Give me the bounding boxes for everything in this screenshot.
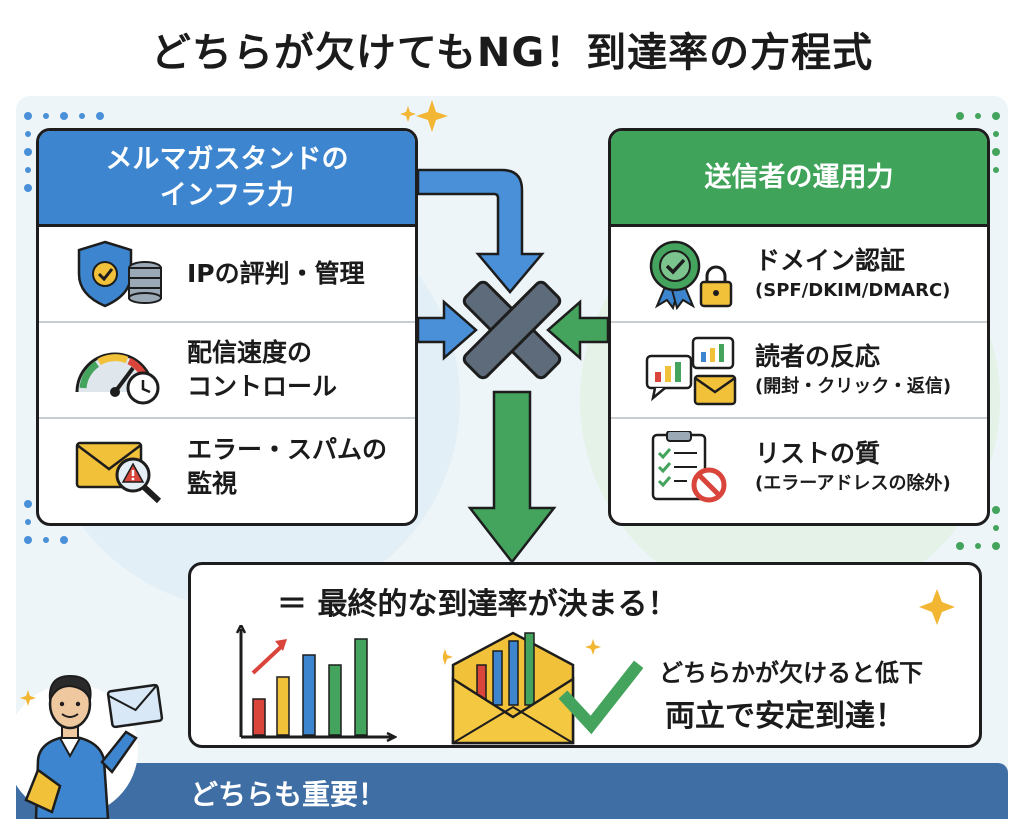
footer-text: どちらも重要！: [190, 778, 387, 811]
ops-item-label: ドメイン認証: [755, 246, 906, 275]
result-heading: ＝ 最終的な到達率が決まる！: [277, 587, 678, 622]
dot-pattern-top-left: [24, 112, 104, 192]
person-holding-envelope-icon: [8, 674, 164, 819]
ops-item-sub: (エラーアドレスの除外): [755, 473, 951, 494]
badge-lock-icon: [649, 240, 733, 310]
ops-item-text: ドメイン認証 (SPF/DKIM/DMARC): [755, 244, 950, 304]
footer-banner: どちらも重要！: [16, 763, 1008, 819]
infra-item-ip-reputation: IPの評判・管理: [39, 227, 415, 323]
operations-heading-text: 送信者の運用力: [704, 161, 894, 193]
ops-item-text: リストの質 (エラーアドレスの除外): [755, 437, 951, 497]
note-if-balanced: 両立で安定到達！: [665, 699, 905, 734]
ops-item-sub: (SPF/DKIM/DMARC): [755, 280, 951, 301]
multiply-icon: [462, 280, 562, 380]
infra-item-delivery-speed: 配信速度の コントロール: [39, 323, 415, 419]
envelope-chart-check-icon: [443, 631, 643, 745]
ops-item-list-quality: リストの質 (エラーアドレスの除外): [611, 419, 987, 515]
speedometer-clock-icon: [75, 352, 160, 405]
chat-chart-envelope-icon: [645, 336, 737, 406]
operations-heading: 送信者の運用力: [611, 131, 987, 227]
ops-item-domain-auth: ドメイン認証 (SPF/DKIM/DMARC): [611, 227, 987, 323]
infrastructure-box: メルマガスタンドの インフラ力 IPの評判・管理 配信速度の コントロール: [36, 128, 418, 526]
ops-item-label: リストの質: [755, 439, 881, 468]
infra-item-label: 配信速度の コントロール: [187, 338, 338, 401]
envelope-warning-magnifier-icon: [75, 441, 162, 503]
dot-pattern-bottom-right: [956, 506, 1000, 550]
arrow-ops-left: [546, 299, 610, 361]
infra-item-error-spam: エラー・スパムの 監視: [39, 419, 415, 515]
arrow-infra-down: [416, 168, 545, 294]
ops-item-text: 読者の反応 (開封・クリック・返信): [755, 340, 951, 400]
infra-item-label: エラー・スパムの 監視: [187, 435, 388, 498]
ops-item-sub: (開封・クリック・返信): [755, 376, 952, 397]
operations-box: 送信者の運用力 ドメイン認証 (SPF/DKIM/DMARC): [608, 128, 990, 526]
sparkle-icon: [416, 100, 448, 132]
dot-pattern-top-right: [956, 112, 1000, 173]
result-box: ＝ 最終的な到達率が決まる！ どちらかが欠けると低下 両立で安定到達！: [188, 562, 982, 748]
page-title: どちらが欠けてもNG！到達率の方程式: [150, 30, 874, 76]
checklist-prohibited-icon: [651, 431, 727, 503]
shield-database-icon: [77, 240, 162, 308]
infra-item-label: IPの評判・管理: [187, 259, 365, 288]
sparkle-icon: [400, 106, 416, 122]
infrastructure-heading-text: メルマガスタンドの インフラ力: [105, 143, 349, 211]
dot-pattern-bottom-left: [24, 500, 68, 544]
ops-item-label: 読者の反応: [755, 342, 881, 371]
rising-bar-chart-icon: [235, 625, 397, 743]
sparkle-icon: [919, 589, 955, 625]
arrow-result-down: [467, 390, 557, 565]
arrow-infra-right: [416, 299, 478, 361]
infrastructure-heading: メルマガスタンドの インフラ力: [39, 131, 415, 227]
note-if-missing: どちらかが欠けると低下: [659, 659, 923, 687]
ops-item-reader-response: 読者の反応 (開封・クリック・返信): [611, 323, 987, 419]
